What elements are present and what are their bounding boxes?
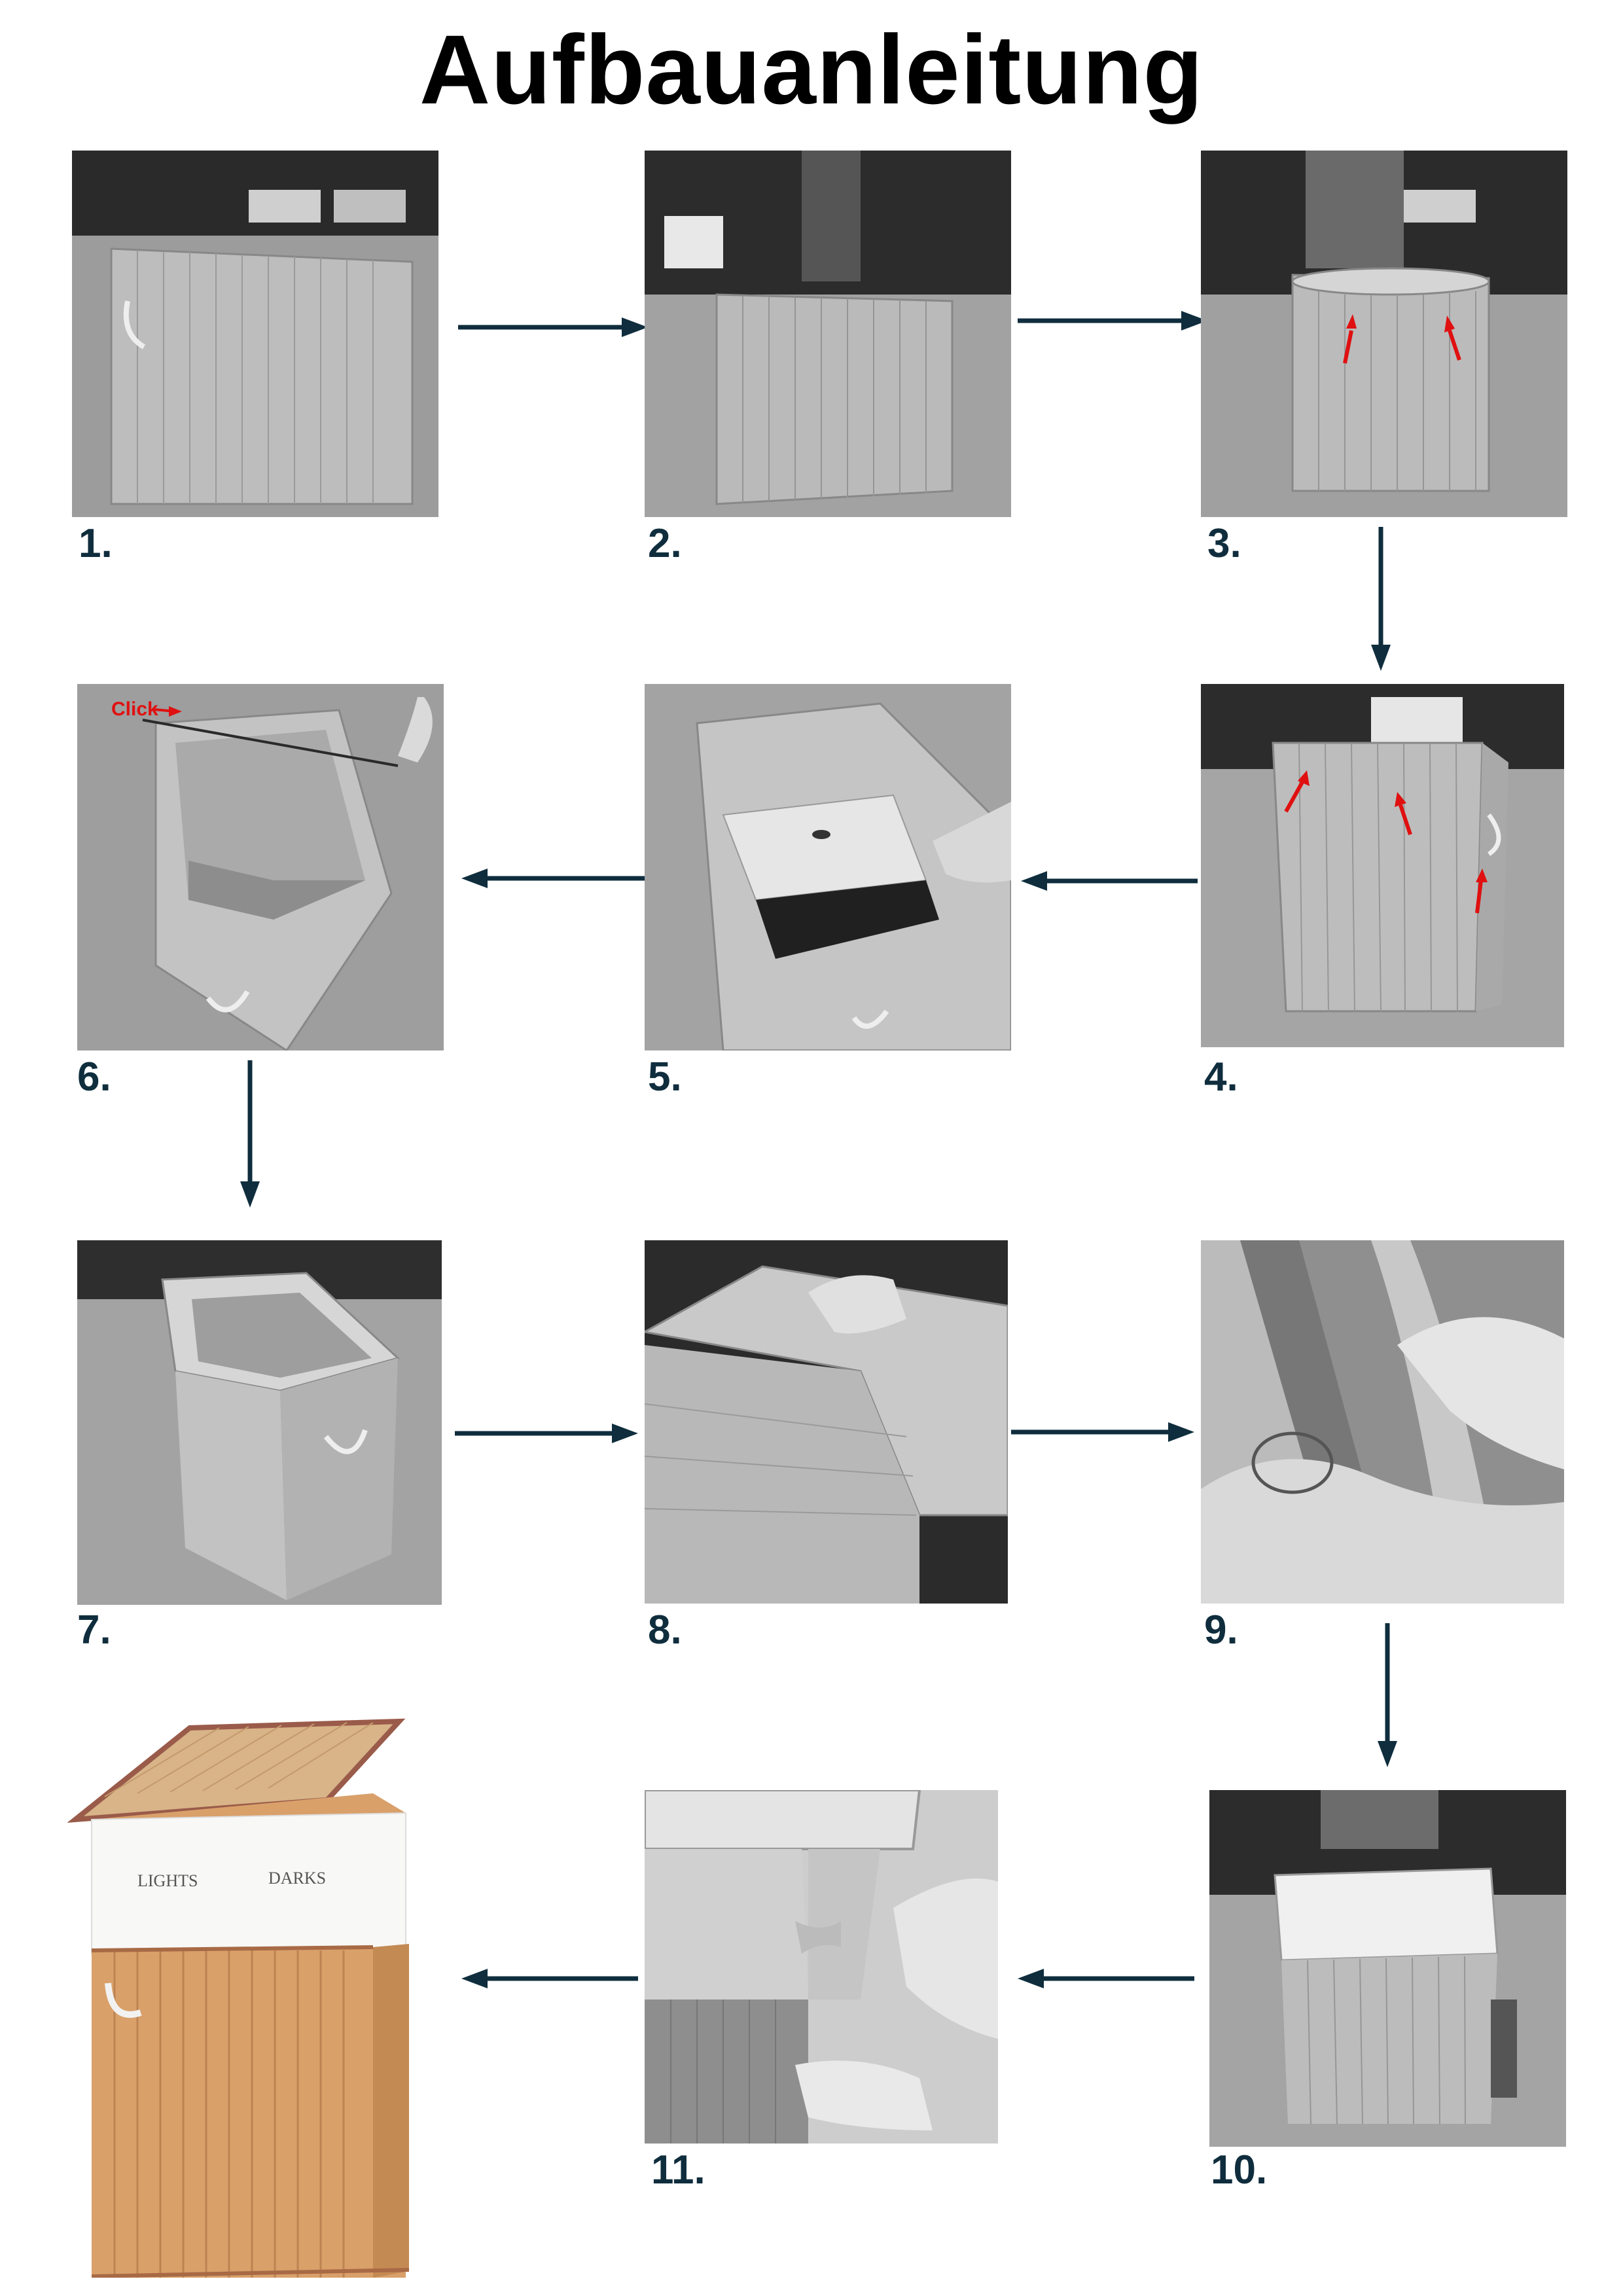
step-4-number: 4. (1204, 1054, 1238, 1100)
step-9-number: 9. (1204, 1607, 1238, 1653)
step-5-number: 5. (648, 1054, 682, 1100)
step-7-number: 7. (77, 1607, 111, 1653)
step-4-photo (1201, 684, 1564, 1047)
step-2-number: 2. (648, 521, 682, 566)
step-5-photo (645, 684, 1011, 1050)
darks-label: DARKS (268, 1869, 326, 1888)
step-3-photo (1201, 151, 1567, 517)
arrow-8-9 (1011, 1422, 1194, 1442)
step-3-number: 3. (1207, 521, 1241, 566)
step-10-photo (1209, 1790, 1566, 2147)
arrow-1-2 (458, 317, 648, 337)
step-8-number: 8. (648, 1607, 682, 1653)
arrow-3-4 (1371, 527, 1391, 671)
step-11-photo (645, 1790, 998, 2144)
arrow-5-6 (461, 869, 645, 888)
finished-hamper-image: LIGHTS DARKS (65, 1715, 432, 2278)
step-11-number: 11. (651, 2147, 705, 2193)
lights-label: LIGHTS (137, 1871, 198, 1890)
arrow-7-8 (455, 1424, 638, 1443)
step-9-photo (1201, 1240, 1564, 1604)
arrow-6-7 (240, 1060, 260, 1208)
step-1-photo (72, 151, 438, 517)
step-1-number: 1. (79, 521, 113, 566)
arrow-4-5 (1021, 871, 1198, 891)
step-8-photo (645, 1240, 1008, 1604)
step-6-number: 6. (77, 1054, 111, 1100)
step-2-photo (645, 151, 1011, 517)
step-7-photo (77, 1240, 442, 1605)
step-6-photo: Click (77, 684, 444, 1050)
step-10-number: 10. (1211, 2147, 1268, 2193)
click-annotation: Click (111, 698, 158, 720)
arrow-10-11 (1018, 1969, 1194, 1988)
page-title: Aufbauanleitung (419, 14, 1204, 124)
arrow-9-10 (1378, 1623, 1397, 1767)
arrow-11-12 (461, 1969, 638, 1988)
arrow-2-3 (1018, 311, 1207, 331)
